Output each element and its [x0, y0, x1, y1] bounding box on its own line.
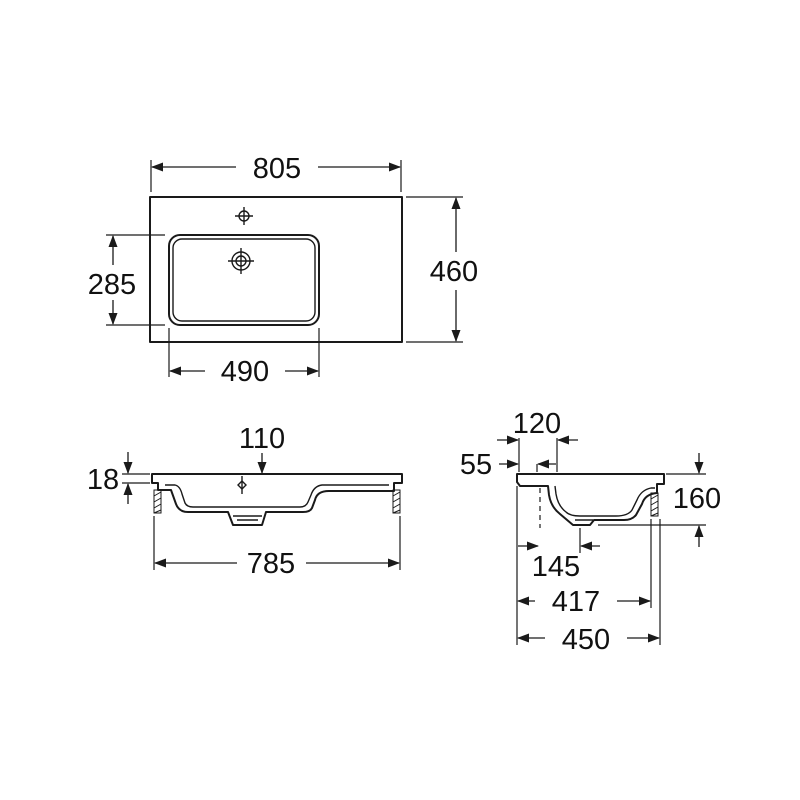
bowl-inner-side	[554, 485, 655, 517]
dim-label-805: 805	[253, 153, 301, 185]
basin-section-side	[516, 473, 665, 526]
dim-label-460: 460	[430, 256, 478, 288]
right-bracket-hatch	[392, 489, 401, 514]
dim-label-785: 785	[247, 548, 295, 580]
basin-section-front	[151, 473, 403, 526]
side-section-view: 120 55 160 145 417 450	[460, 408, 721, 656]
front-section-view: 18 110 785	[87, 423, 403, 580]
dim-label-417: 417	[552, 586, 600, 618]
basin-outline-top	[149, 196, 403, 343]
dim-label-110: 110	[239, 423, 285, 455]
side-bracket-hatch	[650, 492, 659, 517]
left-bracket-hatch	[153, 489, 162, 514]
bowl-outline-top	[168, 234, 320, 326]
top-view: 805 460 285 490	[88, 153, 478, 388]
tap-hole-section-icon	[237, 476, 247, 494]
drain-icon	[228, 248, 254, 274]
dim-label-160: 160	[673, 483, 721, 515]
dim-label-450: 450	[562, 624, 610, 656]
dim-label-18: 18	[87, 464, 119, 496]
dim-label-120: 120	[513, 408, 561, 440]
bowl-inner-top	[172, 238, 316, 322]
dim-label-145: 145	[532, 551, 580, 583]
dim-label-490: 490	[221, 356, 269, 388]
dim-label-285: 285	[88, 269, 136, 301]
tap-hole-icon	[235, 207, 253, 225]
bowl-inner-front	[165, 484, 389, 508]
dim-label-55: 55	[460, 449, 492, 481]
